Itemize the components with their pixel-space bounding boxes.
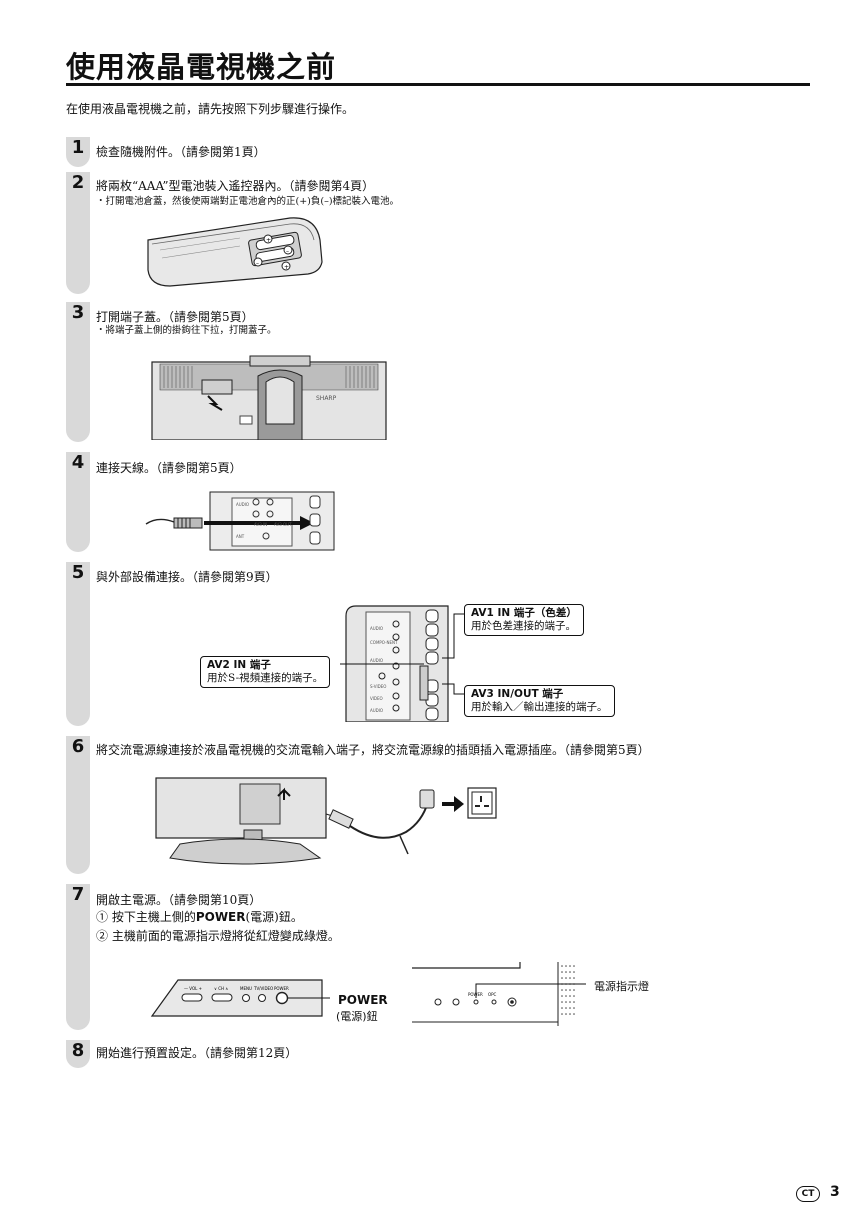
step-number: 8 <box>71 1040 85 1061</box>
callout-av2-in: AV2 IN 端子 用於S-視頻連接的端子。 <box>200 656 331 688</box>
svg-text:ANT: ANT <box>236 534 245 539</box>
svg-text:AUDIO: AUDIO <box>370 708 383 713</box>
callout-av3-desc: 用於輸入／輸出連接的端子。 <box>471 701 608 713</box>
svg-text:VIDEO: VIDEO <box>370 696 383 701</box>
step-bar-5 <box>66 562 90 726</box>
step-3-subtext: ・將端子蓋上側的掛鉤往下拉，打開蓋子。 <box>96 325 277 336</box>
svg-text:AUDIO: AUDIO <box>370 658 383 663</box>
step-1-text: 檢查隨機附件。（請參閱第1頁） <box>96 145 266 159</box>
step-bar-3 <box>66 302 90 442</box>
svg-text:AUDIO: AUDIO <box>236 502 249 507</box>
step-number: 7 <box>71 884 85 905</box>
svg-text:–: – <box>256 260 259 267</box>
step-number: 5 <box>71 562 85 583</box>
intro-text: 在使用液晶電視機之前，請先按照下列步驟進行操作。 <box>66 102 355 116</box>
power-indicator-label: 電源指示燈 <box>594 980 649 993</box>
step-bar-2 <box>66 172 90 294</box>
step-4-text: 連接天線。（請參閱第5頁） <box>96 461 242 475</box>
front-indicator-illustration: POWER OPC <box>412 962 586 1026</box>
top-control-panel-illustration: — VOL + ∨ CH ∧ MENU TV/VIDEO POWER <box>150 979 330 1017</box>
step-bar-8 <box>66 1040 90 1068</box>
step-number: 2 <box>71 172 85 193</box>
callout-av2-title: AV2 IN 端子 <box>207 659 271 671</box>
step-7-line1: ① 按下主機上側的POWER(電源)鈕。 <box>96 908 303 925</box>
step-number: 4 <box>71 452 85 473</box>
step-8-text: 開始進行預置設定。（請參閱第12頁） <box>96 1046 298 1060</box>
step-7-text: 開啟主電源。（請參閱第10頁） <box>96 893 262 907</box>
callout-av1-desc: 用於色差連接的端子。 <box>471 620 576 632</box>
svg-text:+: + <box>266 237 271 244</box>
svg-text:OPC: OPC <box>488 992 497 997</box>
power-button-sublabel: (電源)鈕 <box>336 1010 378 1023</box>
power-word: POWER <box>195 910 246 924</box>
step-bar-7 <box>66 884 90 1030</box>
page-title: 使用液晶電視機之前 <box>66 50 337 84</box>
svg-text:+: + <box>284 264 289 271</box>
svg-text:MENU: MENU <box>240 986 252 991</box>
svg-text:POWER: POWER <box>274 986 289 991</box>
step-number: 6 <box>71 736 85 757</box>
step-number: 1 <box>71 137 85 158</box>
step-2-subtext: ・打開電池倉蓋，然後使兩端對正電池倉內的正(+)負(–)標記裝入電池。 <box>96 196 400 207</box>
step-7-line2: ② 主機前面的電源指示燈將從紅燈變成綠燈。 <box>96 929 340 943</box>
step-bar-6 <box>66 736 90 874</box>
callout-leader-lines <box>340 613 464 695</box>
callout-av1-title: AV1 IN 端子（色差） <box>471 607 577 619</box>
svg-text:SHARP: SHARP <box>316 395 337 402</box>
step-7-line1-suffix: (電源)鈕。 <box>245 910 303 924</box>
step-bar-1 <box>66 137 90 167</box>
svg-text:COMPO-NENT: COMPO-NENT <box>370 640 398 645</box>
svg-text:AV3 IN: AV3 IN <box>254 522 267 527</box>
callout-av3-title: AV3 IN/OUT 端子 <box>471 688 564 700</box>
step-2-text: 將兩枚“AAA”型電池裝入遙控器內。（請參閱第4頁） <box>96 179 375 193</box>
svg-text:TV/VIDEO: TV/VIDEO <box>253 986 273 991</box>
svg-text:–: – <box>286 248 289 255</box>
svg-text:— VOL +: — VOL + <box>184 986 202 991</box>
step-3-text: 打開端子蓋。（請參閱第5頁） <box>96 310 254 324</box>
step-5-text: 與外部設備連接。（請參閱第9頁） <box>96 570 278 584</box>
svg-text:∨ CH ∧: ∨ CH ∧ <box>214 986 228 991</box>
callout-av1-in: AV1 IN 端子（色差） 用於色差連接的端子。 <box>464 604 584 636</box>
svg-text:S-VIDEO: S-VIDEO <box>370 684 386 689</box>
remote-control-illustration: + – – + <box>147 217 323 287</box>
power-cable-illustration <box>155 777 497 865</box>
step-7-line1-prefix: ① 按下主機上側的 <box>96 910 196 924</box>
svg-text:AUDIO: AUDIO <box>370 626 383 631</box>
language-badge: CT <box>796 1186 820 1202</box>
tv-back-illustration: SHARP <box>151 355 387 440</box>
step-6-text: 將交流電源線連接於液晶電視機的交流電輸入端子，將交流電源線的插頭插入電源插座。（… <box>96 743 650 757</box>
step-bar-4 <box>66 452 90 552</box>
svg-text:AV3 OUT: AV3 OUT <box>274 522 292 527</box>
power-button-label: POWER <box>338 993 388 1007</box>
callout-av3-inout: AV3 IN/OUT 端子 用於輸入／輸出連接的端子。 <box>464 685 615 717</box>
antenna-connection-illustration: AUDIO AV3 IN AV3 OUT ANT <box>145 491 335 551</box>
page-number: 3 <box>830 1184 840 1200</box>
callout-av2-desc: 用於S-視頻連接的端子。 <box>207 672 324 684</box>
title-rule <box>66 83 810 86</box>
step-number: 3 <box>71 302 85 323</box>
